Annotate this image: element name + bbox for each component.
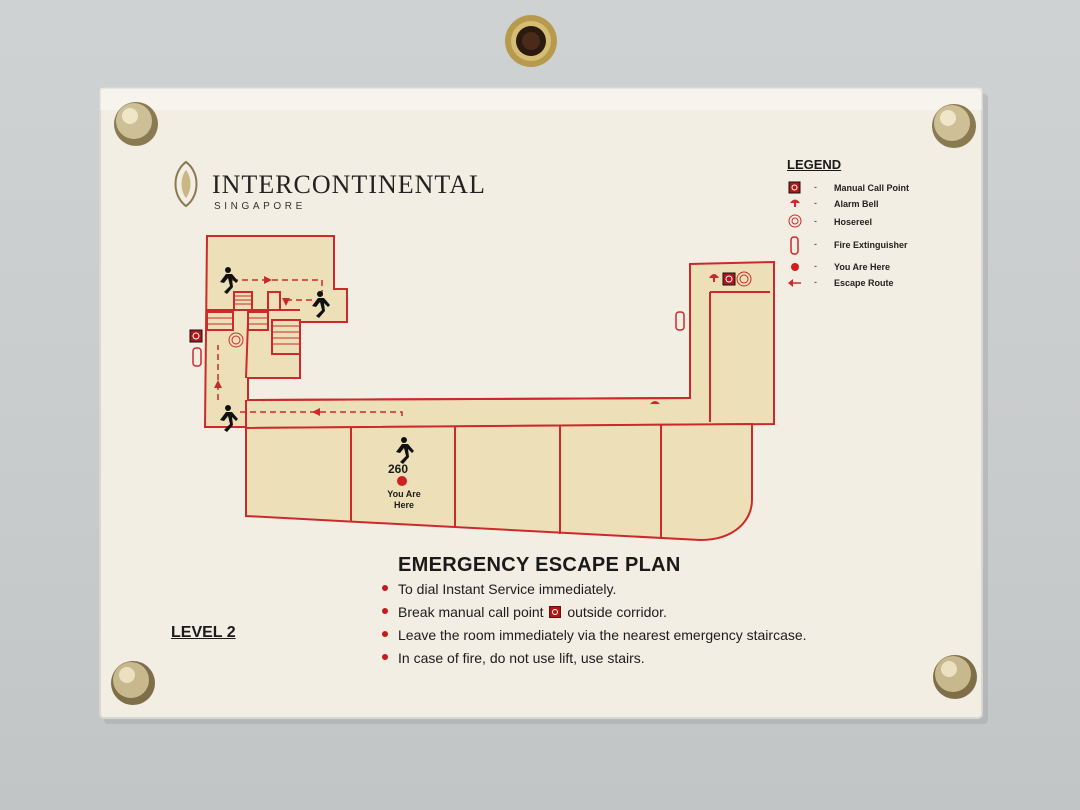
legend-item-escape-route: - Escape Route	[786, 277, 986, 293]
legend-separator: -	[814, 182, 817, 192]
instruction-text: Break manual call point	[398, 604, 544, 620]
manual-call-point-icon	[549, 606, 562, 619]
instruction-text: In case of fire, do not use lift, use st…	[398, 650, 645, 666]
legend-title: LEGEND	[787, 157, 842, 172]
brand-location: SINGAPORE	[214, 201, 306, 212]
standoff-bolt-top-left	[114, 102, 158, 146]
legend-label: Fire Extinguisher	[834, 240, 908, 250]
standoff-bolt-bottom-right	[933, 655, 977, 699]
bullet-icon	[382, 631, 388, 638]
standoff-bolt-bottom-left	[111, 661, 155, 705]
instruction-item: Leave the room immediately via the neare…	[382, 627, 807, 643]
legend-label: Escape Route	[834, 278, 894, 288]
you-are-here-icon	[397, 476, 407, 486]
instruction-item: Break manual call point outside corridor…	[382, 604, 667, 620]
legend-symbols	[788, 181, 802, 287]
instruction-text: outside corridor.	[567, 604, 667, 620]
legend-separator: -	[814, 239, 817, 249]
legend-separator: -	[814, 216, 817, 226]
floor-plan-lines	[206, 291, 770, 538]
escape-route-arrowheads	[214, 276, 320, 416]
manual-call-point-icon	[189, 329, 203, 343]
you-are-here-label: You Are Here	[387, 489, 421, 510]
legend-item-manual-call-point: - Manual Call Point	[786, 182, 986, 198]
floor-plan	[203, 235, 775, 542]
alarm-bell-icon	[650, 274, 719, 404]
panel-glare	[100, 88, 982, 110]
legend-label: Alarm Bell	[834, 199, 879, 209]
legend-separator: -	[814, 277, 817, 287]
brand-name: INTERCONTINENTAL	[212, 170, 486, 199]
plan-title: EMERGENCY ESCAPE PLAN	[398, 554, 681, 576]
legend-separator: -	[814, 198, 817, 208]
legend-label: You Are Here	[834, 262, 891, 272]
instruction-text: To dial Instant Service immediately.	[398, 581, 617, 597]
staircase-icon	[207, 295, 300, 345]
instruction-item: In case of fire, do not use lift, use st…	[382, 650, 645, 666]
escape-route	[217, 279, 403, 416]
fire-extinguisher-icon	[192, 311, 685, 367]
room-number: 260	[388, 462, 409, 476]
instruction-text: Leave the room immediately via the neare…	[398, 627, 807, 643]
bullet-icon	[382, 585, 388, 592]
level-label: LEVEL 2	[171, 624, 236, 641]
legend-item-alarm-bell: - Alarm Bell	[786, 198, 986, 214]
legend-label: Manual Call Point	[834, 183, 910, 193]
bullet-icon	[382, 608, 388, 615]
legend-item-fire-extinguisher: - Fire Extinguisher	[786, 239, 986, 255]
intercontinental-logo-icon	[174, 160, 198, 208]
exit-runner-icon	[220, 267, 414, 464]
hosereel-icon	[228, 271, 752, 348]
legend-separator: -	[814, 261, 817, 271]
legend-label: Hosereel	[834, 217, 873, 227]
legend-item-you-are-here: - You Are Here	[786, 261, 986, 277]
manual-call-point-icon	[722, 272, 736, 286]
standoff-bolt-top-right	[932, 104, 976, 148]
bullet-icon	[382, 654, 388, 661]
guest-rooms-block	[245, 422, 753, 542]
instruction-item: To dial Instant Service immediately.	[382, 581, 616, 597]
door-peephole	[505, 15, 557, 67]
legend-item-hosereel: - Hosereel	[786, 216, 986, 232]
